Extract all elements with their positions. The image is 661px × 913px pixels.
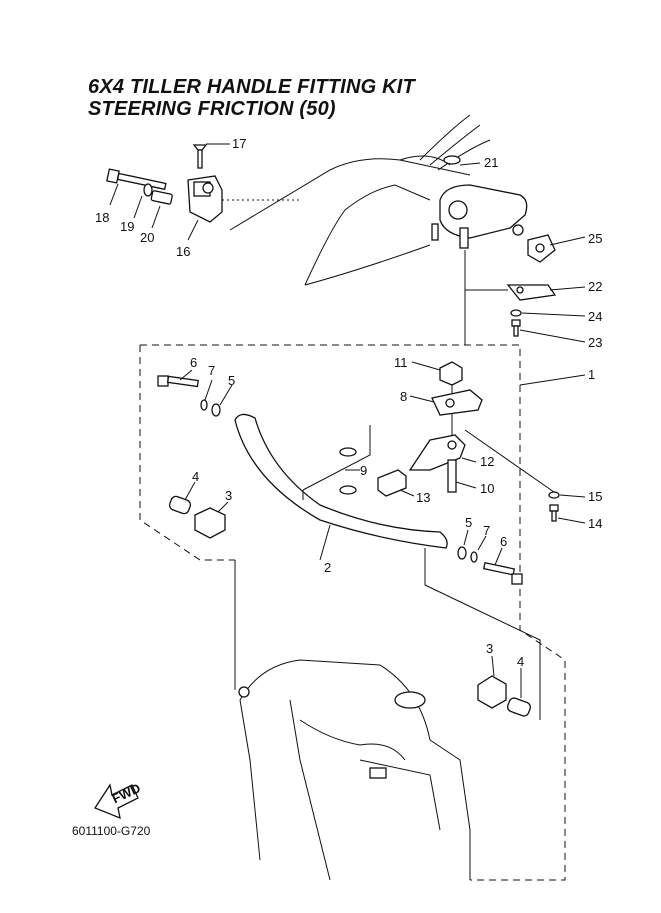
bolt-18 [106, 168, 167, 191]
callout-7a: 7 [208, 363, 215, 378]
callout-4b: 4 [517, 654, 524, 669]
diagram-subtitle: STEERING FRICTION (50) [88, 98, 336, 120]
screw-14 [549, 504, 559, 522]
callout-1: 1 [588, 367, 595, 382]
diagram-title: 6X4 TILLER HANDLE FITTING KIT [88, 76, 415, 98]
washer-5-left [211, 403, 221, 417]
swivel-bracket [238, 659, 471, 881]
callout-4a: 4 [192, 469, 199, 484]
washer-7-right [470, 551, 478, 563]
bushing-4-left [168, 495, 192, 515]
tiller-handle-housing [229, 155, 471, 286]
plate-22 [506, 284, 557, 301]
callout-21: 21 [484, 155, 498, 170]
friction-rod-2 [234, 413, 448, 549]
callout-17: 17 [232, 136, 246, 151]
callout-24: 24 [588, 309, 602, 324]
callout-5a: 5 [228, 373, 235, 388]
pivot-head [431, 184, 528, 249]
callout-5b: 5 [465, 515, 472, 530]
callout-25: 25 [588, 231, 602, 246]
callout-12: 12 [480, 454, 494, 469]
callout-11: 11 [394, 355, 408, 370]
callout-20: 20 [140, 230, 154, 245]
screw-17 [192, 144, 208, 169]
callout-13: 13 [416, 490, 430, 505]
washer-7-left [200, 399, 208, 411]
callout-18: 18 [95, 210, 109, 225]
callout-22: 22 [588, 279, 602, 294]
callout-9: 9 [360, 463, 367, 478]
washer-5-right [457, 546, 467, 560]
callout-3a: 3 [225, 488, 232, 503]
callout-16: 16 [176, 244, 190, 259]
plate-8 [431, 389, 483, 416]
nut-3-left [194, 507, 226, 539]
callout-15: 15 [588, 489, 602, 504]
collar-20 [150, 190, 173, 205]
callout-6b: 6 [500, 534, 507, 549]
screw-23 [511, 319, 521, 337]
callout-2: 2 [324, 560, 331, 575]
grommet-9 [339, 447, 357, 495]
washer-24 [510, 309, 522, 317]
diagram-code: 6011100-G720 [72, 824, 151, 838]
callout-8: 8 [400, 389, 407, 404]
washer-19 [143, 183, 153, 197]
callout-19: 19 [120, 219, 134, 234]
bolt-6-right [482, 561, 523, 585]
washer-15 [548, 491, 560, 499]
nut-3-right [477, 675, 507, 709]
callout-6a: 6 [190, 355, 197, 370]
callout-14: 14 [588, 516, 602, 531]
callout-3b: 3 [486, 641, 493, 656]
callout-23: 23 [588, 335, 602, 350]
nut-11 [439, 361, 463, 386]
kit-boundary [139, 344, 566, 881]
pad-13 [377, 469, 407, 497]
switch-25 [527, 234, 556, 263]
bracket-16 [187, 175, 223, 223]
lever-12 [408, 434, 466, 471]
fwd-arrow-icon: FWD [94, 780, 143, 820]
bushing-4-right [507, 697, 531, 717]
cable-bundle-21 [419, 114, 491, 171]
callout-7b: 7 [483, 523, 490, 538]
bolt-10 [447, 459, 457, 493]
bolt-6-left [157, 375, 199, 388]
callout-10: 10 [480, 481, 494, 496]
